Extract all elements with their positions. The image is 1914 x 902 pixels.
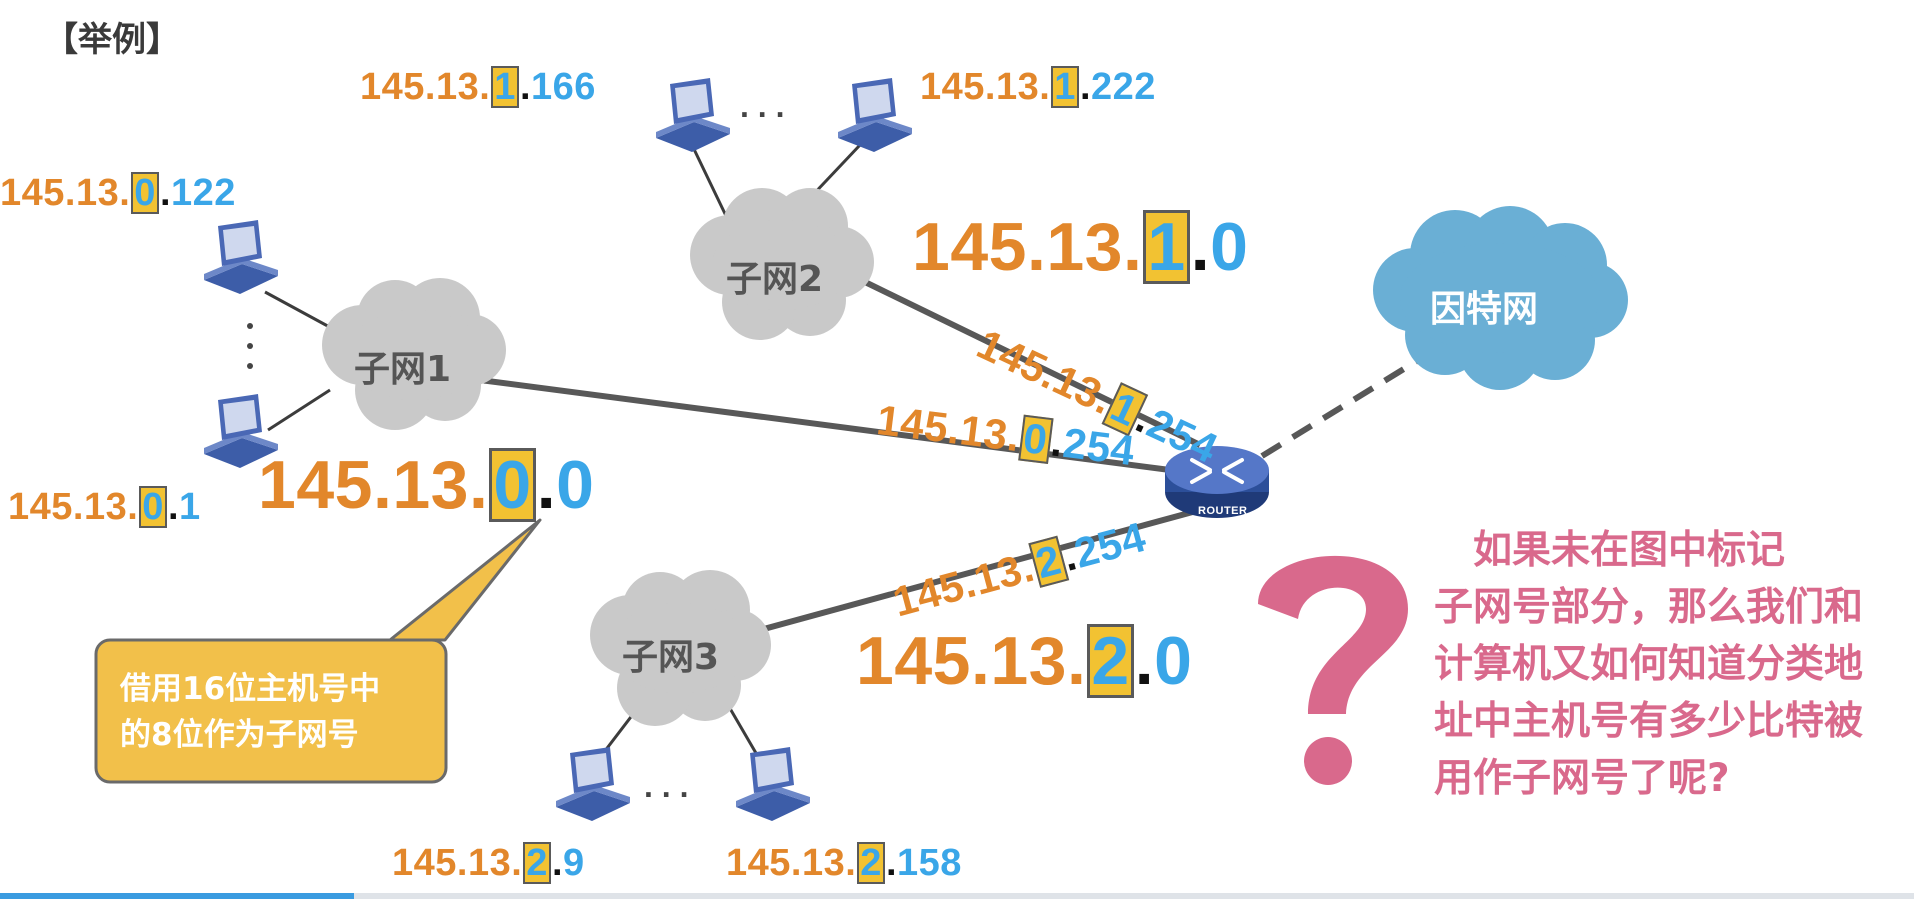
callout-line-1: 借用16位主机号中	[120, 671, 381, 707]
question-text: 如果未在图中标记 子网号部分，那么我们和 计算机又如何知道分类地 址中主机号有多…	[1434, 522, 1904, 807]
router-label: ROUTER	[1198, 505, 1248, 517]
video-progress-fill	[0, 893, 355, 899]
ellipsis-subnet2: . . .	[740, 88, 785, 124]
callout-line-2: 的8位作为子网号	[120, 717, 359, 753]
host-ip-subnet2-left: 145.13.1.166	[360, 66, 596, 108]
subnet1-label: 子网1	[354, 349, 452, 390]
ellipsis-subnet1	[247, 323, 253, 369]
router-icon	[1165, 446, 1269, 518]
pc-icon	[838, 78, 912, 152]
example-title: 【举例】	[44, 20, 180, 60]
host-ip-subnet1-bottom: 145.13.0.1	[8, 486, 201, 528]
question-line-3: 计算机又如何知道分类地	[1434, 642, 1864, 687]
video-progress-bar[interactable]	[0, 893, 1914, 899]
host-ip-subnet1-top: 145.13.0.122	[0, 172, 236, 214]
question-mark-icon	[1258, 555, 1408, 785]
question-line-4: 址中主机号有多少比特被	[1434, 699, 1864, 744]
network-address-subnet3: 145.13.2.0	[856, 623, 1193, 699]
question-line-2: 子网号部分，那么我们和	[1434, 585, 1864, 630]
subnet3-label: 子网3	[622, 637, 720, 678]
pc-icon	[736, 747, 810, 821]
network-address-subnet1: 145.13.0.0	[258, 447, 595, 523]
callout-text: 借用16位主机号中 的8位作为子网号	[120, 666, 440, 758]
host-ip-subnet2-right: 145.13.1.222	[920, 66, 1156, 108]
subnet2-label: 子网2	[726, 259, 824, 300]
pc-icon	[556, 747, 630, 821]
internet-label: 因特网	[1430, 289, 1539, 330]
network-address-subnet2: 145.13.1.0	[912, 209, 1249, 285]
pc-icon	[656, 78, 730, 152]
host-ip-subnet3-left: 145.13.2.9	[392, 842, 585, 884]
host-ip-subnet3-right: 145.13.2.158	[726, 842, 962, 884]
question-line-1: 如果未在图中标记	[1434, 528, 1786, 573]
callout-box	[94, 638, 448, 784]
pc-icon	[204, 220, 278, 294]
pc-icon	[204, 394, 278, 468]
question-line-5: 用作子网号了呢?	[1434, 756, 1730, 801]
ellipsis-subnet3: . . .	[644, 768, 689, 804]
